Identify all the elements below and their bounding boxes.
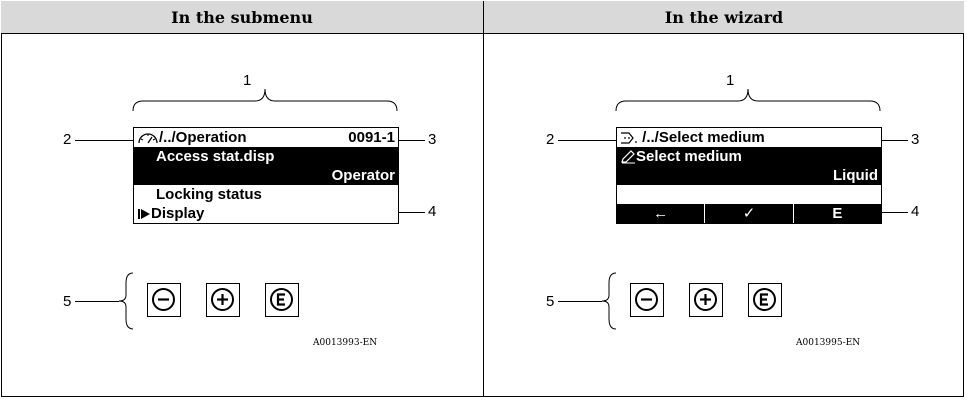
display-value: Liquid [617, 166, 881, 185]
display-value: Operator [134, 166, 398, 185]
softkey-back[interactable]: ← [653, 205, 669, 222]
callout-1-brace [132, 88, 398, 112]
submenu-panel: 1 2 3 4 /../Operation 0091-1 Access stat… [1, 35, 482, 397]
callout-2: 2 [63, 131, 72, 148]
display-path: /../Select medium [642, 129, 765, 146]
gauge-icon [138, 133, 158, 144]
enter-key-icon [753, 288, 776, 311]
minus-key-icon [152, 288, 175, 311]
callout-3: 3 [428, 131, 437, 148]
callout-3: 3 [911, 131, 920, 148]
pencil-icon [621, 150, 635, 164]
callout-4-leader [880, 212, 908, 213]
callout-4-leader [397, 212, 425, 213]
enter-key[interactable] [748, 283, 782, 317]
wizard-panel: 1 2 3 4 /../Select medium Select medium … [484, 35, 965, 397]
callout-3-leader [397, 140, 425, 141]
wizard-icon [621, 132, 637, 144]
display-blank-row [617, 185, 881, 204]
softkey-confirm[interactable]: ✓ [704, 204, 792, 223]
softkey-enter[interactable]: E [792, 204, 881, 223]
callout-5-brace [601, 272, 617, 330]
display-header-row: /../Operation 0091-1 [134, 128, 398, 147]
display-line-selected: Display [134, 204, 398, 223]
header-wizard: In the wizard [484, 1, 964, 34]
enter-key[interactable] [265, 283, 299, 317]
callout-3-leader [880, 140, 908, 141]
plus-key-icon [211, 288, 234, 311]
callout-1-brace [615, 88, 881, 112]
display-header-row: /../Select medium [617, 128, 881, 147]
display-line-text: Select medium [636, 148, 742, 165]
panel-divider [483, 1, 484, 397]
wizard-display: /../Select medium Select medium Liquid ←… [616, 127, 882, 224]
submenu-display: /../Operation 0091-1 Access stat.disp Op… [133, 127, 399, 224]
display-line-selected: Select medium [617, 147, 881, 166]
callout-2: 2 [546, 131, 555, 148]
callout-1: 1 [726, 72, 735, 89]
display-line: Access stat.disp [134, 147, 398, 166]
reference-code: A0013995-EN [796, 338, 861, 348]
softkey-bar: ← ✓ E [617, 204, 881, 223]
plus-key[interactable] [206, 283, 240, 317]
plus-key-icon [694, 288, 717, 311]
minus-key-icon [635, 288, 658, 311]
callout-5-leader [558, 301, 602, 302]
display-line: Locking status [156, 186, 262, 203]
minus-key[interactable] [630, 283, 664, 317]
display-code: 0091-1 [348, 129, 395, 146]
callout-5-brace [118, 272, 134, 330]
display-line-text: Display [151, 205, 205, 222]
callout-2-leader [75, 140, 133, 141]
callout-1: 1 [243, 72, 252, 89]
minus-key[interactable] [147, 283, 181, 317]
callout-5: 5 [63, 293, 72, 310]
play-arrow-icon [138, 209, 150, 220]
enter-key-icon [270, 288, 293, 311]
callout-4: 4 [428, 203, 437, 220]
callout-5: 5 [546, 293, 555, 310]
reference-code: A0013993-EN [313, 338, 378, 348]
display-path: /../Operation [159, 129, 247, 146]
header-submenu: In the submenu [1, 1, 483, 34]
callout-2-leader [558, 140, 616, 141]
callout-4: 4 [911, 203, 920, 220]
plus-key[interactable] [689, 283, 723, 317]
callout-5-leader [75, 301, 119, 302]
